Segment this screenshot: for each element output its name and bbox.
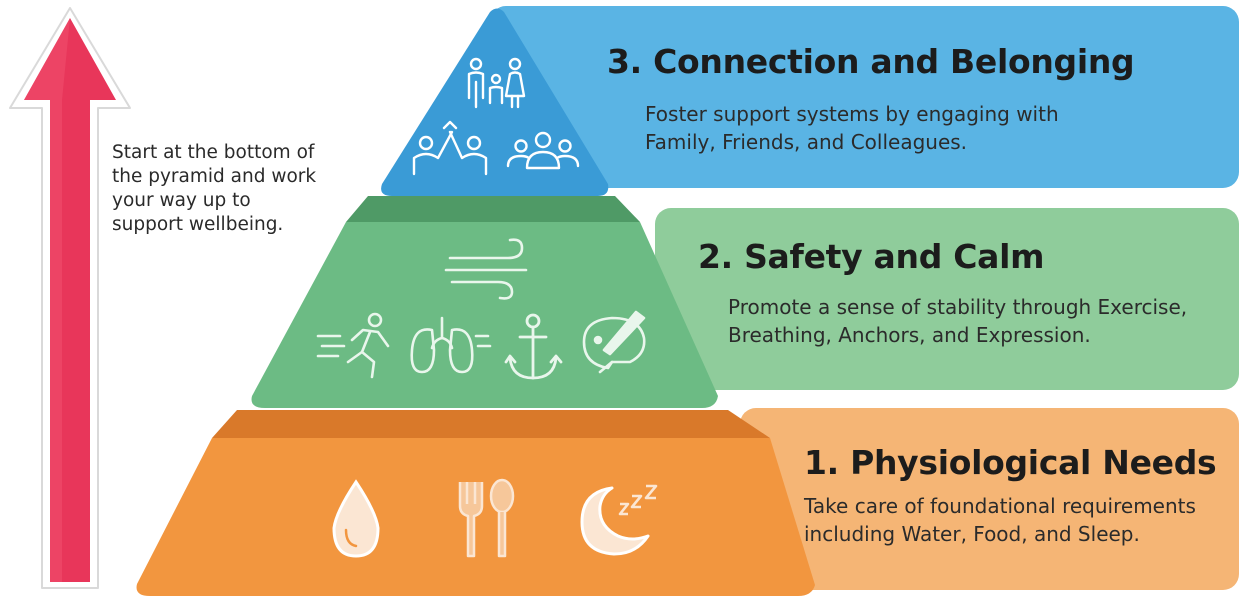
water-drop-icon	[332, 479, 380, 558]
level-3-description: Foster support systems by engaging with …	[645, 102, 1059, 154]
upward-arrow	[9, 7, 131, 589]
lungs-icon	[410, 316, 492, 374]
group-icon	[506, 131, 580, 170]
level-2-description: Promote a sense of stability through Exe…	[728, 295, 1188, 347]
level-1-description: Take care of foundational requirements i…	[804, 494, 1196, 546]
tier-safety	[251, 196, 719, 408]
anchor-icon	[504, 313, 563, 380]
instruction-text: Start at the bottom of the pyramid and w…	[112, 142, 317, 235]
wind-icon	[444, 238, 528, 300]
paint-palette-icon	[582, 310, 646, 374]
high-five-icon	[412, 120, 488, 176]
level-1-title: 1. Physiological Needs	[804, 443, 1217, 482]
running-person-icon	[316, 312, 390, 379]
tier-physiological	[136, 410, 816, 596]
level-3-title: 3. Connection and Belonging	[607, 42, 1135, 81]
fork-spoon-icon	[458, 478, 515, 558]
tier-connection	[381, 8, 609, 196]
level-2-title: 2. Safety and Calm	[698, 237, 1045, 276]
panel-physiological	[740, 408, 1239, 590]
moon-sleep-icon	[580, 484, 658, 556]
panel-connection	[490, 6, 1239, 188]
family-icon	[467, 57, 526, 109]
panel-safety	[655, 208, 1239, 390]
